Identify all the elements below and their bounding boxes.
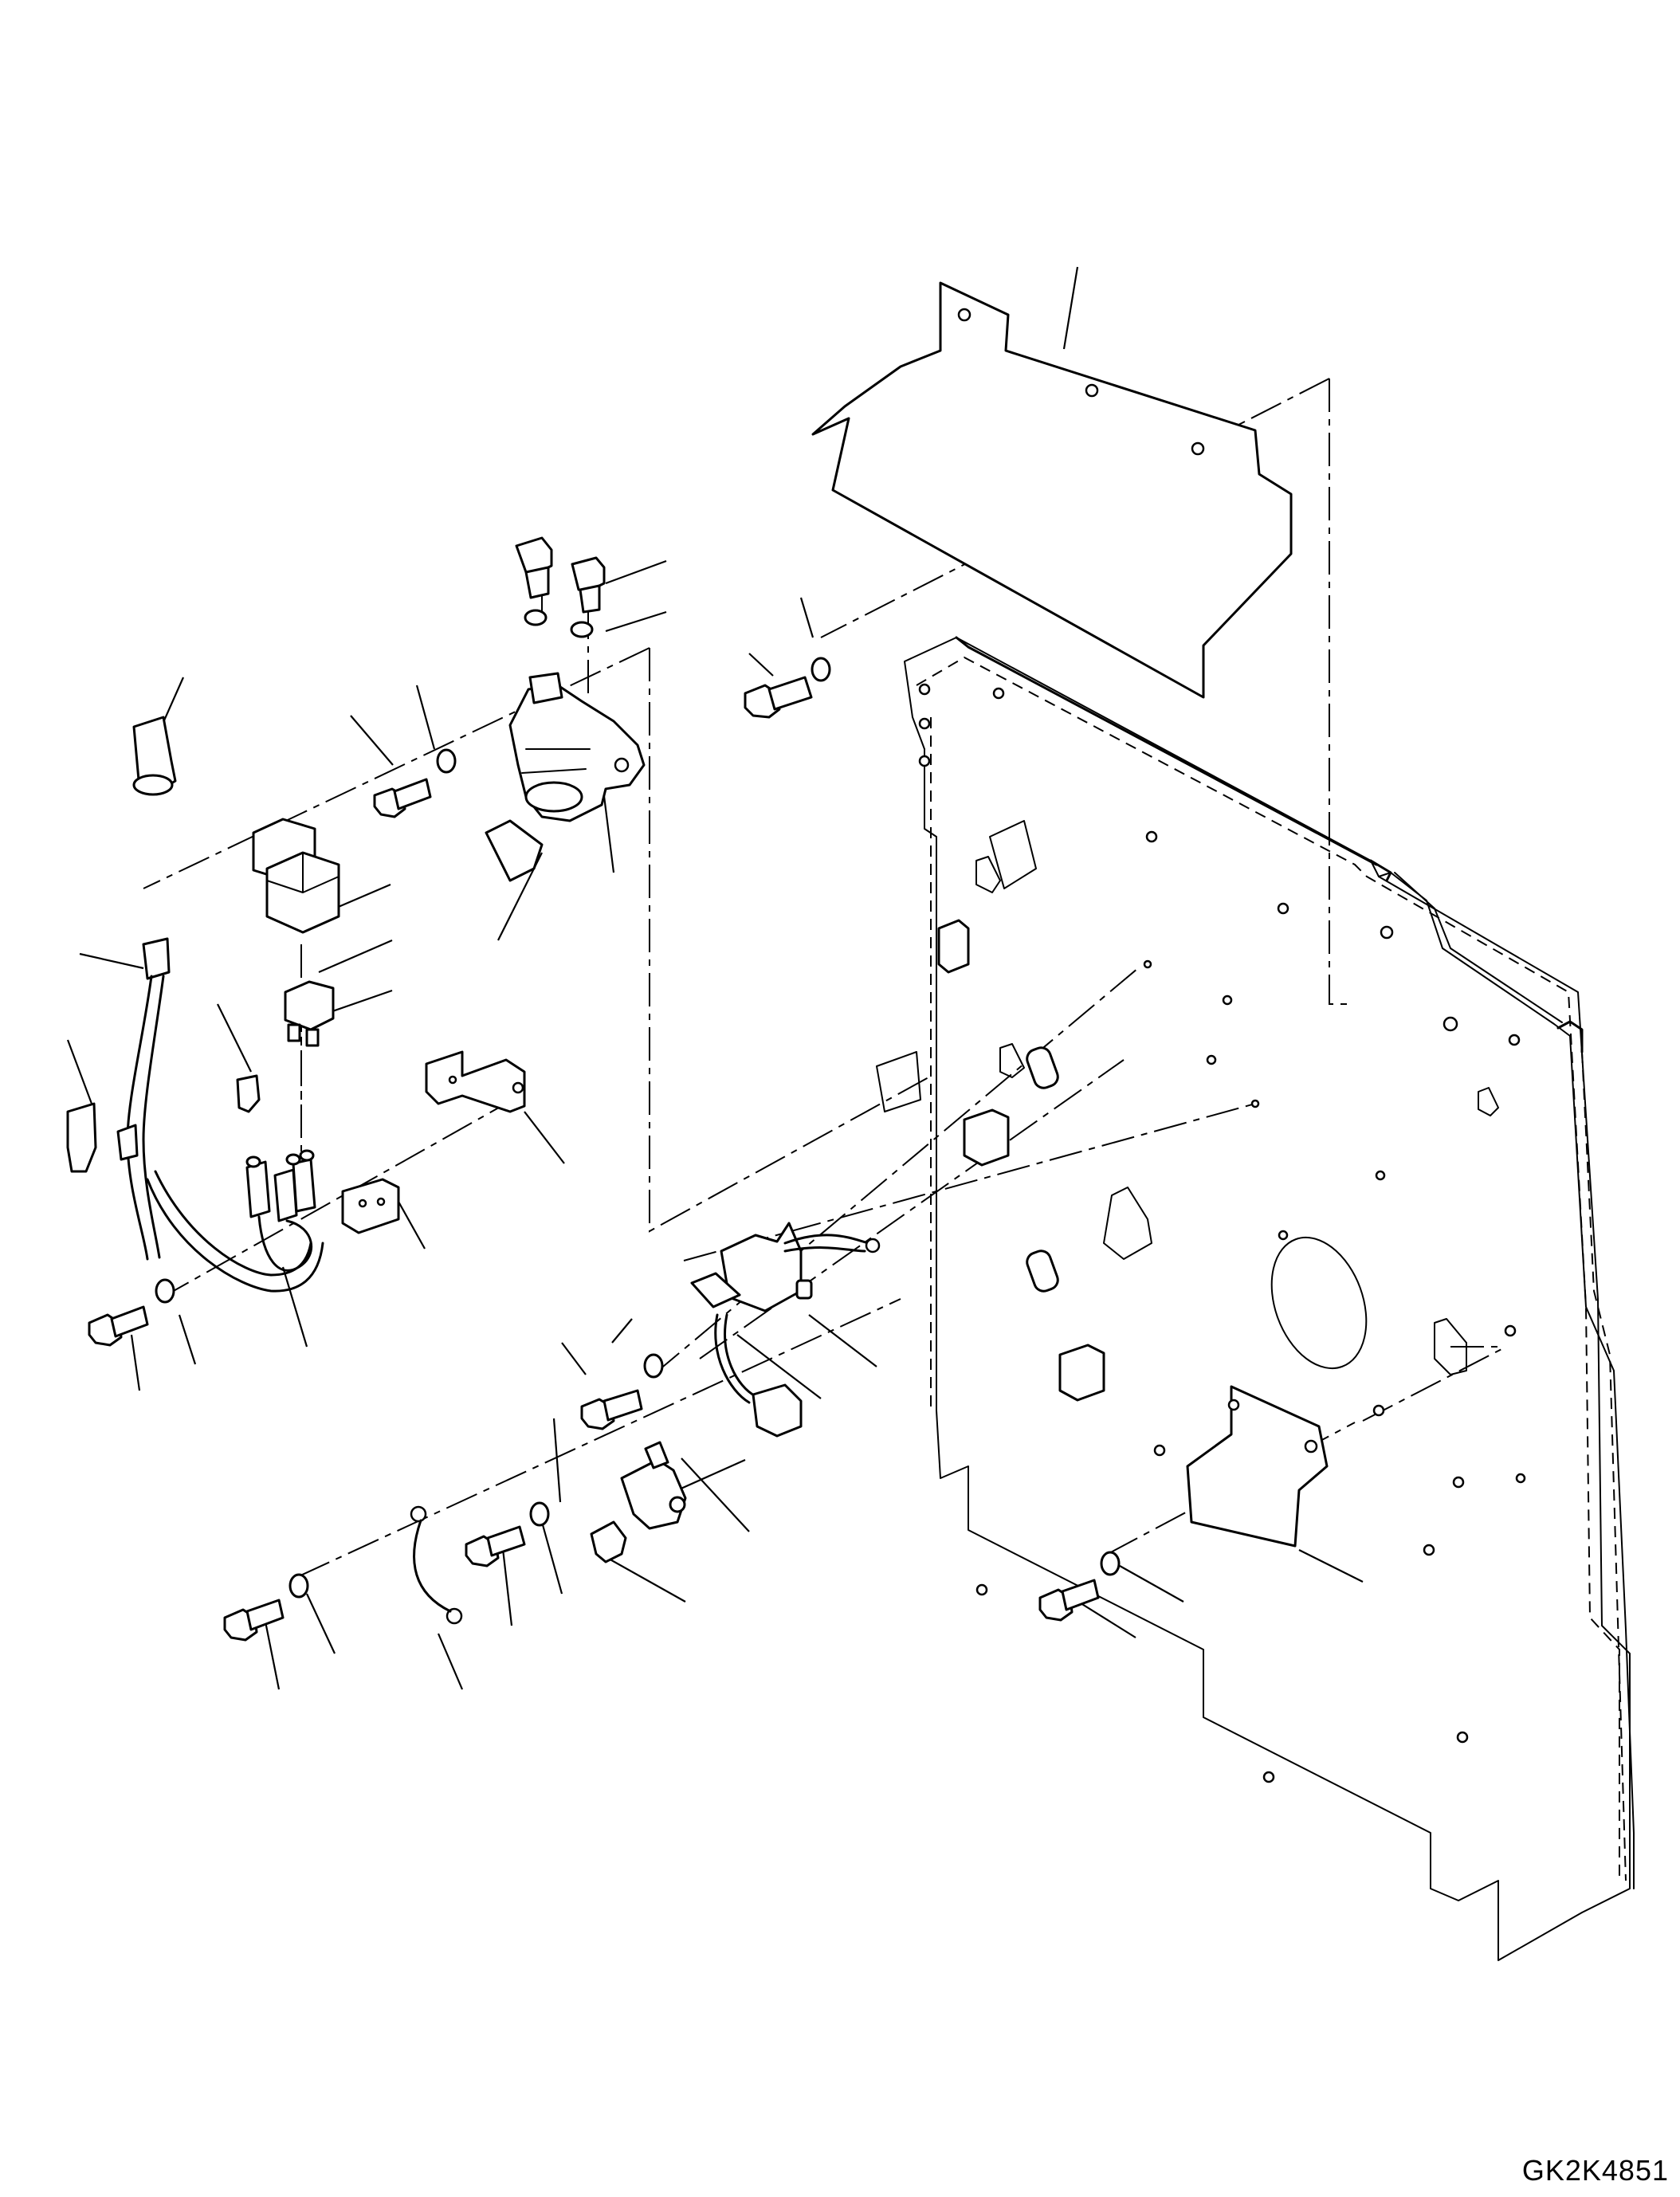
bolt [373,778,432,818]
washer [643,1353,664,1379]
relay [252,818,340,934]
bolt [88,1305,149,1347]
guard-plate [1186,1385,1329,1548]
bolt [223,1599,285,1642]
wiper-motor [485,672,646,882]
washer [155,1278,175,1304]
washer [570,621,594,638]
assembly-centerlines [143,378,1507,1577]
bolt [580,1389,643,1430]
terminal-cap [236,1074,261,1113]
mounting-panel [876,636,1635,1961]
bolt [515,536,553,599]
drawing-code-label: GK2K4851 [1521,2154,1669,2187]
terminal-cap [66,1102,97,1173]
leader-lines [66,266,1364,1690]
washer [436,748,457,774]
bolt [571,556,606,614]
terminal-cap [590,1520,627,1563]
wiring-harness [116,937,324,1293]
washer [1100,1551,1121,1576]
starter-relay [620,1441,687,1530]
horn-switch-assembly [690,1222,881,1438]
terminal-cap [132,716,177,796]
panel-holes [918,683,1526,1783]
washer [529,1501,550,1527]
washer [289,1573,309,1599]
washer [811,657,831,682]
bracket-upper [425,1050,526,1113]
bolt [1038,1579,1100,1622]
ground-strap [410,1505,463,1625]
relay-socket [284,980,335,1047]
bolt [465,1525,526,1567]
spacer-blocks [937,919,1105,1402]
washer [524,609,548,626]
bracket-lower [341,1178,400,1234]
cover-plate [811,281,1293,699]
bolt [744,676,813,719]
